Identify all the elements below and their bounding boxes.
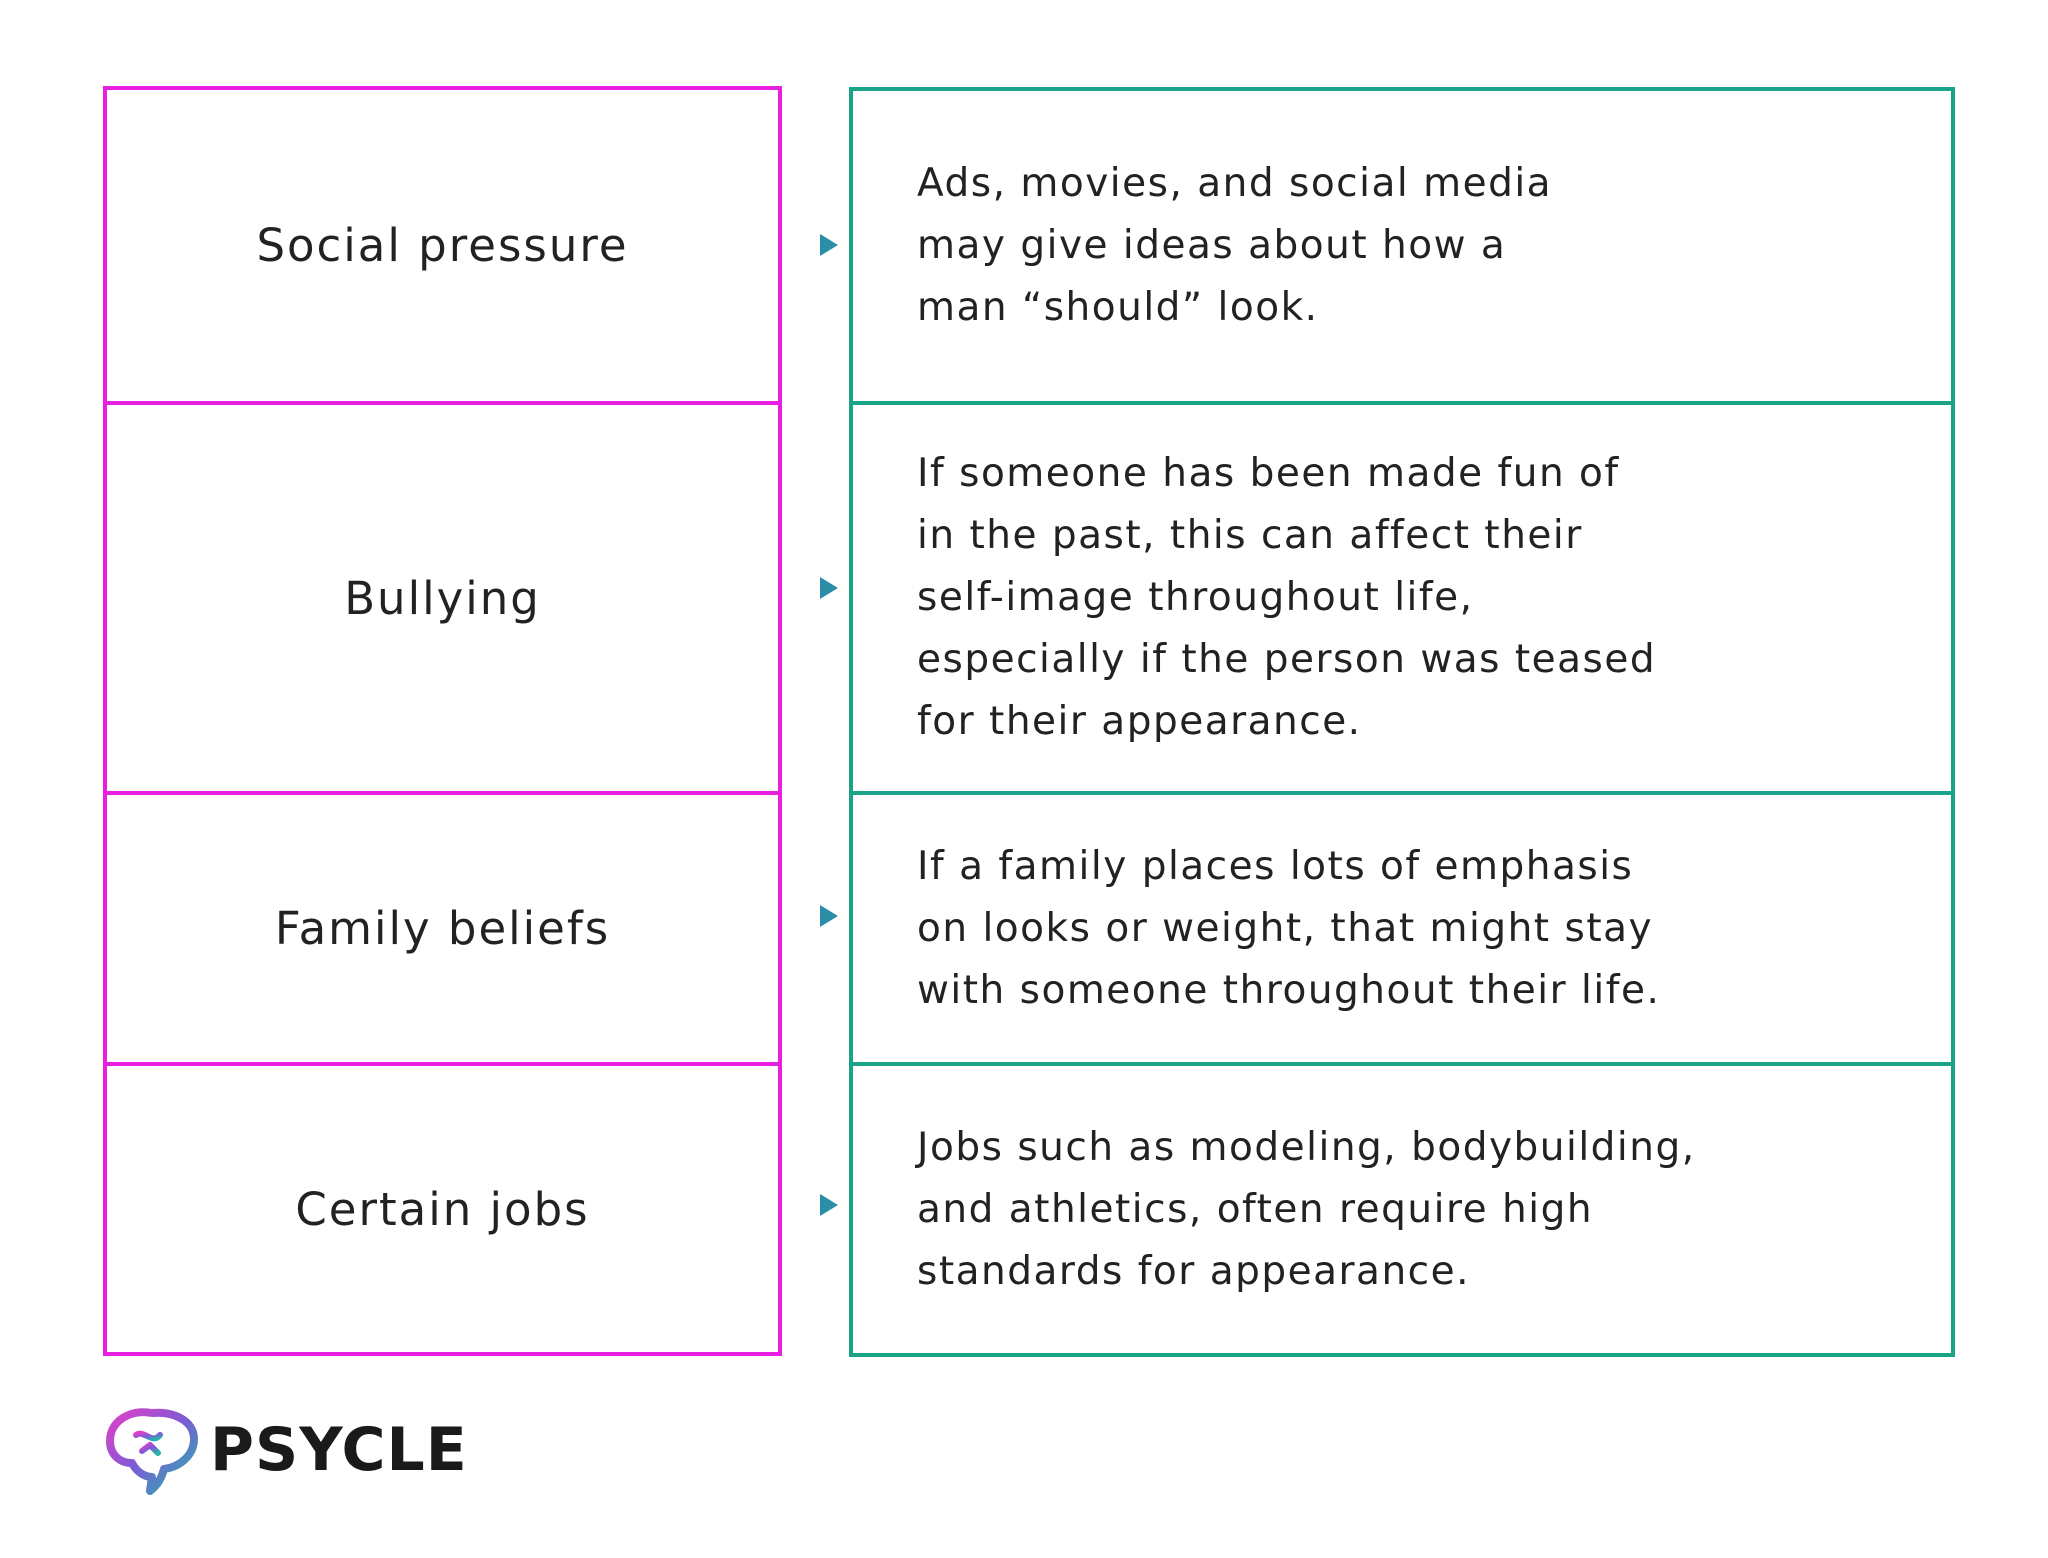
factor-cell-family-beliefs: Family beliefs — [107, 791, 778, 1062]
factor-cell-bullying: Bullying — [107, 401, 778, 791]
factor-label-family-beliefs: Family beliefs — [274, 902, 611, 955]
arrow-icon — [782, 905, 838, 927]
effect-text-social-pressure: Ads, movies, and social media may give i… — [917, 161, 1553, 330]
factor-label-bullying: Bullying — [344, 571, 541, 625]
arrow-icon — [782, 577, 838, 599]
arrow-icon — [782, 1194, 838, 1216]
factor-cell-certain-jobs: Certain jobs — [107, 1062, 778, 1352]
factor-label-certain-jobs: Certain jobs — [295, 1182, 590, 1236]
effect-cell-family-beliefs: If a family places lots of emphasis on l… — [853, 791, 1951, 1062]
factor-label-social-pressure: Social pressure — [256, 219, 629, 272]
brain-logo-icon — [106, 1408, 198, 1495]
effects-column: Ads, movies, and social media may give i… — [849, 87, 1955, 1357]
effect-text-bullying: If someone has been made fun of in the p… — [917, 451, 1657, 744]
brand-logo: PSYCLE — [102, 1405, 468, 1495]
arrow-icon — [782, 234, 838, 256]
effect-text-family-beliefs: If a family places lots of emphasis on l… — [917, 843, 1661, 1013]
factors-column: Social pressure Bullying Family beliefs … — [103, 86, 782, 1356]
effect-cell-social-pressure: Ads, movies, and social media may give i… — [853, 91, 1951, 401]
effect-cell-bullying: If someone has been made fun of in the p… — [853, 401, 1951, 791]
brand-name: PSYCLE — [210, 1415, 468, 1485]
effect-text-certain-jobs: Jobs such as modeling, bodybuilding, and… — [917, 1124, 1696, 1294]
factor-cell-social-pressure: Social pressure — [107, 90, 778, 401]
effect-cell-certain-jobs: Jobs such as modeling, bodybuilding, and… — [853, 1062, 1951, 1353]
